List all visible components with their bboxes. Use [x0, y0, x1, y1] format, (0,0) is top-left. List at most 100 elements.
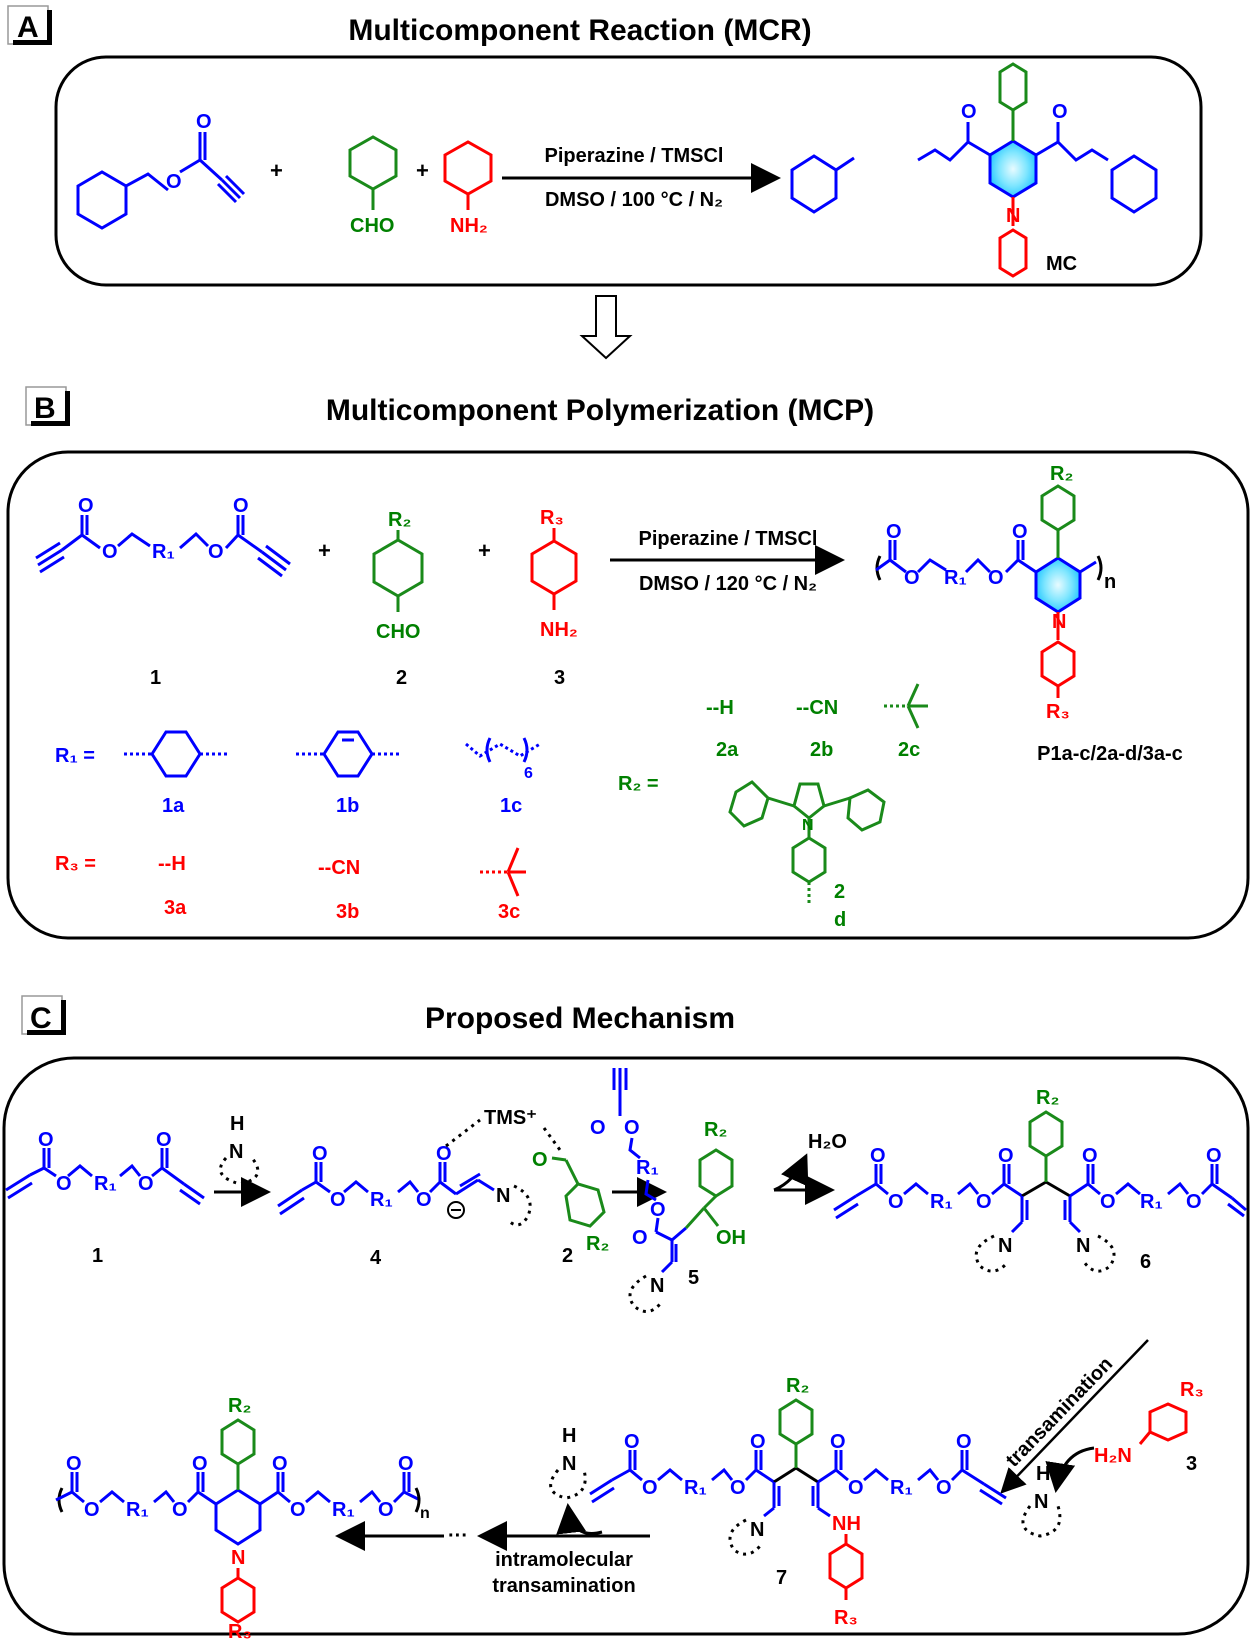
panel-title: Multicomponent Reaction (MCR): [348, 14, 811, 47]
r2-option-label: 2: [834, 881, 845, 903]
r3-option-group: --CN: [318, 857, 360, 879]
atom-hydrogen: H: [562, 1425, 576, 1447]
r1-group: R₁: [930, 1191, 953, 1213]
panel-letter: C: [30, 1002, 52, 1035]
atom-nitrogen: N: [1006, 205, 1020, 227]
atom-oxygen: O: [416, 1189, 432, 1211]
intermediate-7: H N R₂ N: [549, 1375, 1007, 1629]
monomer-1-dipropiolate: O O R₁ O O: [35, 495, 291, 578]
r2-group: R₂: [586, 1233, 609, 1255]
r2-option-label: 2b: [810, 739, 833, 761]
atom-oxygen: O: [988, 567, 1004, 589]
r2-definition: R₂ =: [618, 773, 659, 795]
atom-oxygen: O: [998, 1145, 1014, 1167]
final-polymer: R₂ N R₃ n O O R₁ O O O O R₁ O O: [55, 1395, 430, 1640]
intermediate-5: O O R₁ O O N R₂ OH 5: [590, 1068, 746, 1313]
plus-sign: +: [478, 538, 491, 563]
chain-repeat-count: 6: [524, 765, 533, 782]
atom-oxygen: O: [233, 495, 249, 517]
r1-group: R₁: [152, 541, 175, 563]
compound-label: 1: [92, 1245, 103, 1267]
atom-oxygen: O: [830, 1431, 846, 1453]
curved-arrow: [1045, 1446, 1095, 1493]
atom-oxygen: O: [208, 541, 224, 563]
atom-oxygen: O: [398, 1453, 414, 1475]
intermediate-6: R₂ N N O O R₁ O O: [833, 1087, 1247, 1273]
atom-oxygen: O: [750, 1431, 766, 1453]
atom-oxygen: O: [650, 1199, 666, 1221]
atom-oxygen: O: [1012, 521, 1028, 543]
r2-group: R₂: [388, 509, 411, 531]
r2-option-label: 2c: [898, 739, 920, 761]
atom-oxygen: O: [532, 1149, 548, 1171]
atom-nitrogen: N: [998, 1235, 1012, 1257]
atom-oxygen: O: [888, 1191, 904, 1213]
panel-b: B Multicomponent Polymerization (MCP) O …: [6, 386, 1250, 940]
r1-group: R₁: [636, 1157, 659, 1179]
atom-nitrogen: N: [1076, 1235, 1090, 1257]
aldehyde-group: CHO: [350, 215, 394, 237]
r1-group: R₁: [126, 1499, 149, 1521]
atom-oxygen: O: [590, 1117, 606, 1139]
reagent-benzaldehyde: CHO: [348, 135, 398, 237]
aldehyde-2: O R₂ 2: [532, 1149, 609, 1267]
atom-nitrogen: N: [802, 817, 814, 834]
r3-definition: R₃ =: [55, 853, 96, 875]
amine-group: NH₂: [450, 215, 488, 237]
r2-group: R₂: [1050, 463, 1073, 485]
compound-label: 3: [1186, 1453, 1197, 1475]
atom-nitrogen: N: [562, 1453, 576, 1475]
atom-oxygen: O: [330, 1189, 346, 1211]
r3-group: R₃: [540, 507, 564, 529]
r2-group: R₂: [704, 1119, 727, 1141]
r2-group: R₂: [786, 1375, 809, 1397]
r1-group: R₁: [370, 1189, 393, 1211]
compound-label: 2: [396, 667, 407, 689]
r1-group: R₁: [944, 567, 967, 589]
compound-label: 1: [150, 667, 161, 689]
reagent-aniline: NH₂: [443, 140, 493, 237]
atom-oxygen: O: [886, 521, 902, 543]
water-elimination-arrow: [773, 1153, 809, 1192]
panel-frame: [2, 1056, 1250, 1636]
amine-3: R₃ H₂N 3: [1045, 1379, 1204, 1493]
panel-frame: [6, 450, 1250, 940]
atom-hydrogen: H: [230, 1113, 244, 1135]
reaction-conditions-bottom: DMSO / 100 °C / N₂: [545, 189, 723, 211]
r2-option-label: 2a: [716, 739, 739, 761]
atom-oxygen: O: [378, 1499, 394, 1521]
panel-a: A Multicomponent Reaction (MCR) O O + CH…: [7, 5, 1203, 287]
aldehyde-group: CHO: [376, 621, 420, 643]
r1-group: R₁: [332, 1499, 355, 1521]
atom-nitrogen: N: [1034, 1491, 1048, 1513]
atom-nitrogen: N: [650, 1275, 664, 1297]
compound-label: 2: [562, 1245, 573, 1267]
r1-option-cyclohexane: 1a: [124, 730, 228, 817]
atom-oxygen: O: [632, 1227, 648, 1249]
atom-oxygen: O: [290, 1499, 306, 1521]
compound-1: O O R₁ O O 1: [5, 1129, 205, 1267]
intermediate-4: N O O R₁ O O TMS⁺ 4: [277, 1107, 562, 1269]
water-byproduct: H₂O: [808, 1131, 847, 1153]
reaction-conditions-top: Piperazine / TMSCl: [639, 528, 818, 550]
atom-oxygen: O: [172, 1499, 188, 1521]
atom-oxygen: O: [84, 1499, 100, 1521]
compound-label: 6: [1140, 1251, 1151, 1273]
polymer-label: P1a-c/2a-d/3a-c: [1037, 743, 1183, 765]
hollow-down-arrow: [579, 295, 633, 360]
atom-oxygen: O: [624, 1431, 640, 1453]
atom-oxygen: O: [1082, 1145, 1098, 1167]
panel-letter: A: [17, 11, 39, 44]
atom-oxygen: O: [624, 1117, 640, 1139]
r1-definition: R₁ =: [55, 745, 95, 767]
r1-group: R₁: [684, 1477, 707, 1499]
atom-oxygen: O: [870, 1145, 886, 1167]
r1-option-label: 1b: [336, 795, 359, 817]
r1-option-label: 1a: [162, 795, 185, 817]
panel-frame: [54, 55, 1203, 287]
r2-option-label: d: [834, 909, 846, 931]
r2-option-group: --H: [706, 697, 734, 719]
atom-oxygen: O: [436, 1143, 452, 1165]
curved-arrow: [556, 1503, 603, 1535]
